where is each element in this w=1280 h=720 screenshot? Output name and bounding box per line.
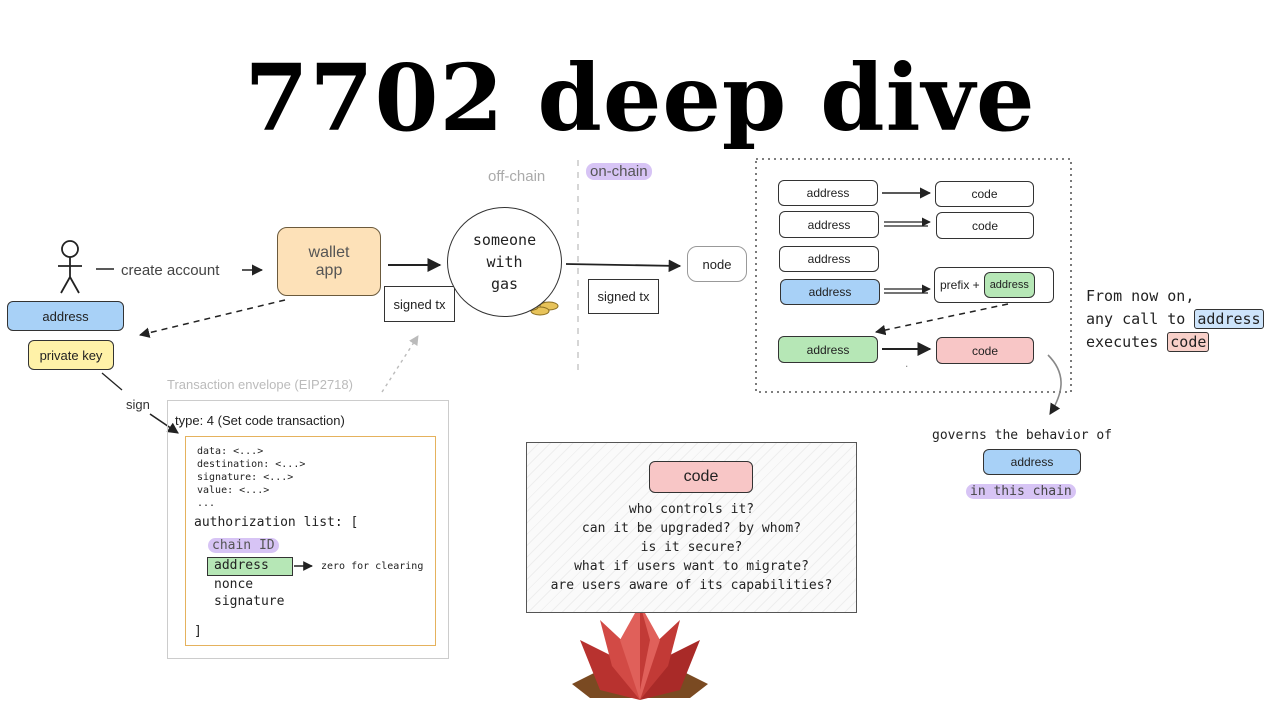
envelope-field: signature: <...>: [197, 472, 294, 483]
in-this-chain-label: in this chain: [966, 484, 1076, 499]
envelope-field: ...: [197, 498, 216, 509]
lotus-logo-icon: [572, 604, 708, 700]
authorization-list-close: ]: [194, 624, 202, 639]
envelope-type-label: type: 4 (Set code transaction): [175, 413, 345, 428]
from-now-on-address: address: [1194, 309, 1264, 329]
state-address-1: address: [778, 180, 878, 206]
zero-for-clearing-note: zero for clearing: [321, 561, 424, 572]
signed-tx-box-onchain: signed tx: [588, 279, 659, 314]
envelope-outer-box: type: 4 (Set code transaction) data: <..…: [167, 400, 449, 659]
stick-figure-icon: [58, 240, 82, 294]
from-now-on-note: From now on, any call to address execute…: [1086, 285, 1264, 354]
from-now-on-line2: any call to address: [1086, 308, 1264, 331]
wallet-app-line2: app: [315, 261, 343, 279]
from-now-on-line3: executes code: [1086, 331, 1264, 354]
state-address-2: address: [779, 211, 879, 238]
create-account-label: create account: [121, 262, 220, 279]
someone-with-gas-circle: someone with gas: [447, 207, 562, 317]
from-now-on-line2-pre: any call to: [1086, 310, 1186, 328]
prefix-label: prefix +: [940, 278, 980, 292]
user-address-box: address: [7, 301, 124, 331]
from-now-on-line1: From now on,: [1086, 287, 1195, 305]
envelope-field: destination: <...>: [197, 459, 306, 470]
wallet-app-line1: wallet: [308, 243, 350, 261]
private-key-box: private key: [28, 340, 114, 370]
state-address-5: address: [778, 336, 878, 363]
node-box: node: [687, 246, 747, 282]
code-question: is it secure?: [640, 540, 743, 555]
envelope-inner-box: data: <...> destination: <...> signature…: [185, 436, 436, 646]
auth-nonce-label: nonce: [214, 577, 254, 592]
state-address-3: address: [779, 246, 879, 272]
code-questions-list: who controls it? can it be upgraded? by …: [527, 500, 856, 595]
someone-line1: someone: [472, 231, 537, 249]
code-question: can it be upgraded? by whom?: [581, 521, 802, 536]
envelope-field: value: <...>: [197, 485, 270, 496]
code-header-box: code: [649, 461, 753, 493]
chain-id-label: chain ID: [208, 538, 279, 553]
auth-address-box: address: [207, 557, 293, 576]
sign-label: sign: [126, 397, 150, 412]
state-code-1: code: [935, 181, 1034, 207]
wallet-app-box: wallet app: [277, 227, 381, 296]
code-question: what if users want to migrate?: [574, 559, 809, 574]
authorization-list-label: authorization list: [: [194, 515, 359, 530]
page-title: 7702 deep dive: [244, 44, 1036, 152]
governs-address-box: address: [983, 449, 1081, 475]
someone-line3: gas: [490, 275, 519, 293]
state-code-5: code: [936, 337, 1034, 364]
someone-line2: with: [486, 253, 523, 271]
state-prefix-box: prefix + address: [934, 267, 1054, 303]
envelope-caption: Transaction envelope (EIP2718): [167, 377, 353, 392]
signed-tx-box-offchain: signed tx: [384, 286, 455, 322]
off-chain-label: off-chain: [488, 168, 546, 185]
on-chain-label: on-chain: [586, 163, 652, 180]
auth-signature-label: signature: [214, 594, 285, 609]
state-address-4: address: [780, 279, 880, 305]
prefix-address: address: [983, 272, 1035, 298]
envelope-field: data: <...>: [197, 446, 264, 457]
code-question: who controls it?: [628, 502, 755, 517]
state-ellipsis: .: [905, 356, 909, 370]
envelope-fields: data: <...> destination: <...> signature…: [197, 445, 305, 510]
from-now-on-line3-pre: executes: [1086, 333, 1159, 351]
code-question: are users aware of its capabilities?: [550, 578, 833, 593]
governs-text: governs the behavior of: [932, 428, 1113, 443]
code-questions-panel: code who controls it? can it be upgraded…: [526, 442, 857, 613]
state-code-2: code: [936, 212, 1034, 239]
from-now-on-code: code: [1167, 332, 1210, 352]
